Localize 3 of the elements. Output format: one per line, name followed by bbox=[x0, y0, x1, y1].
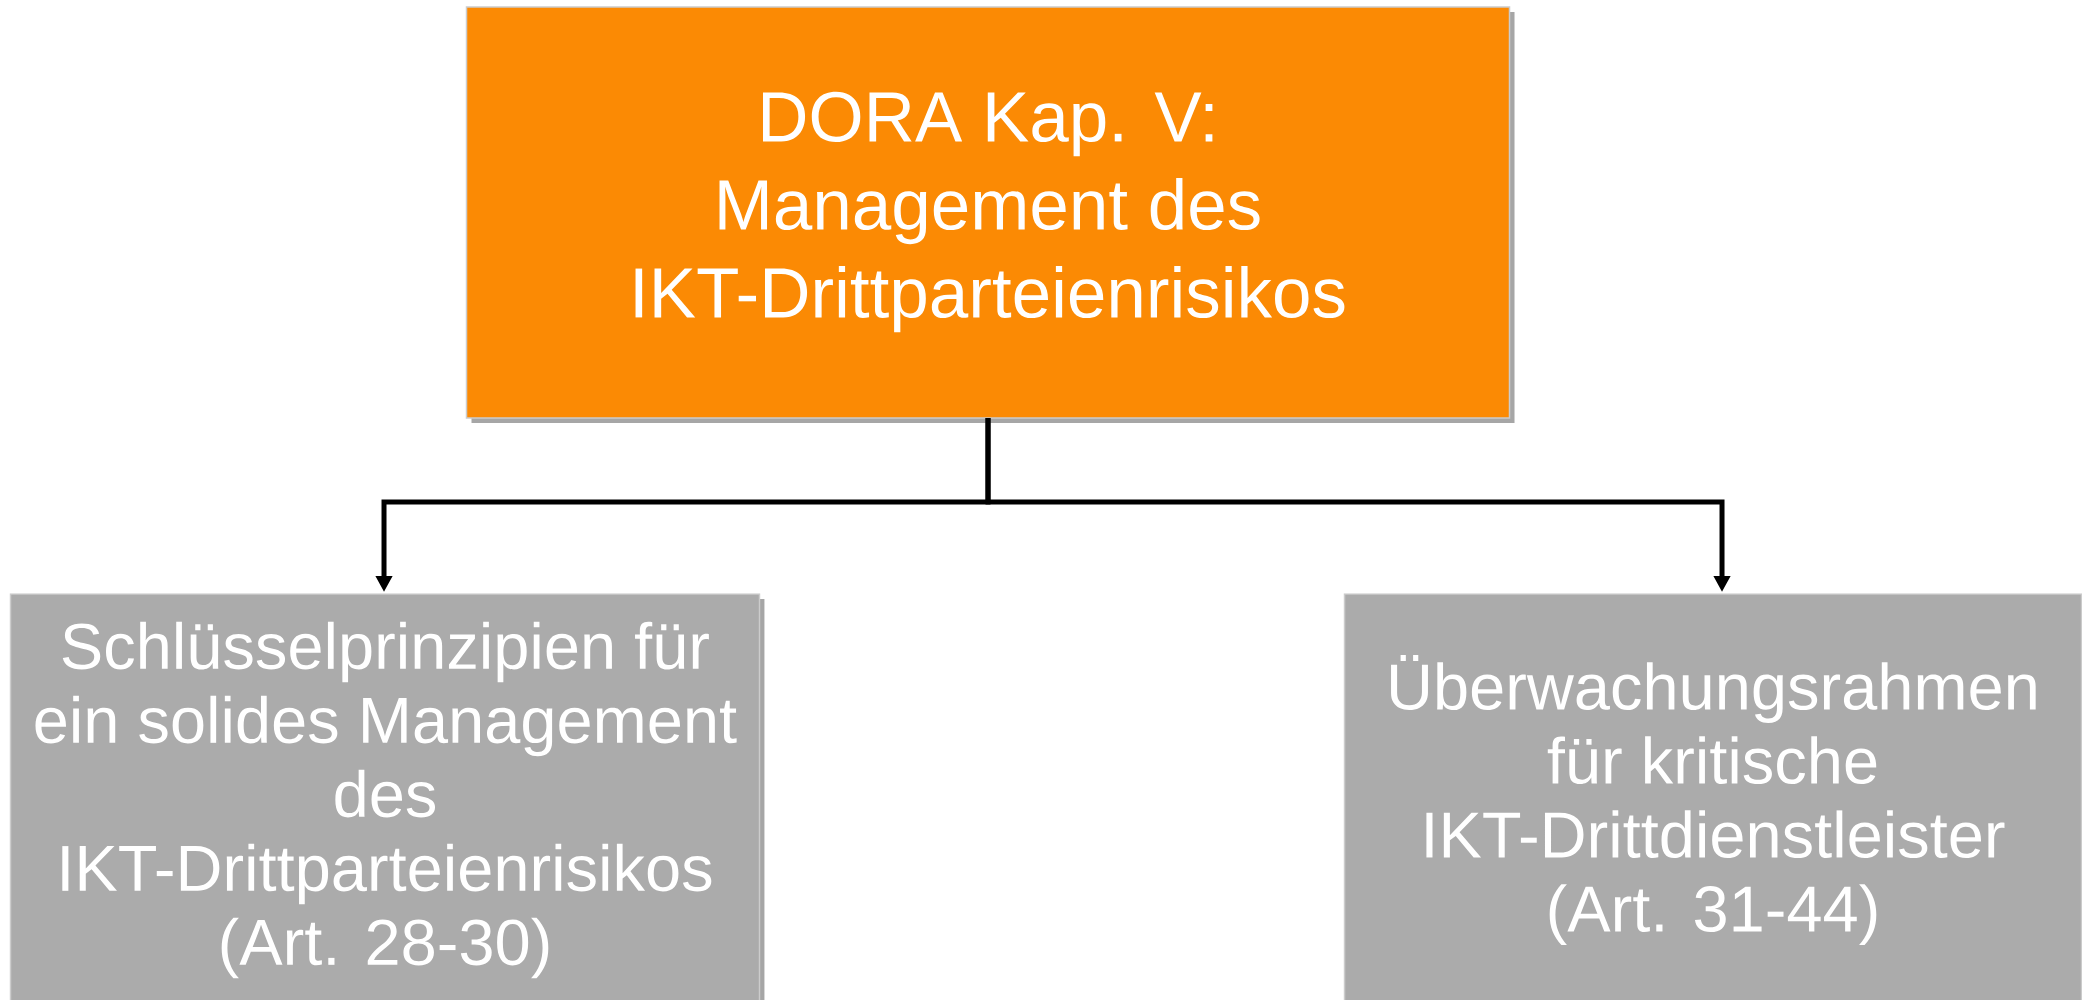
topic-box: Schlüsselprinzipien für ein solides Management des IKT-Drittparteienrisikos (Art. 28-30) bbox=[9, 593, 765, 1000]
title-box: DORA Kap. V: Management des IKT-Drittparteienrisikos bbox=[465, 6, 1515, 423]
topic-box: Überwachungsrahmen für kritische IKT-Drittdienstleister (Art. 31-44) bbox=[1343, 593, 2082, 1000]
